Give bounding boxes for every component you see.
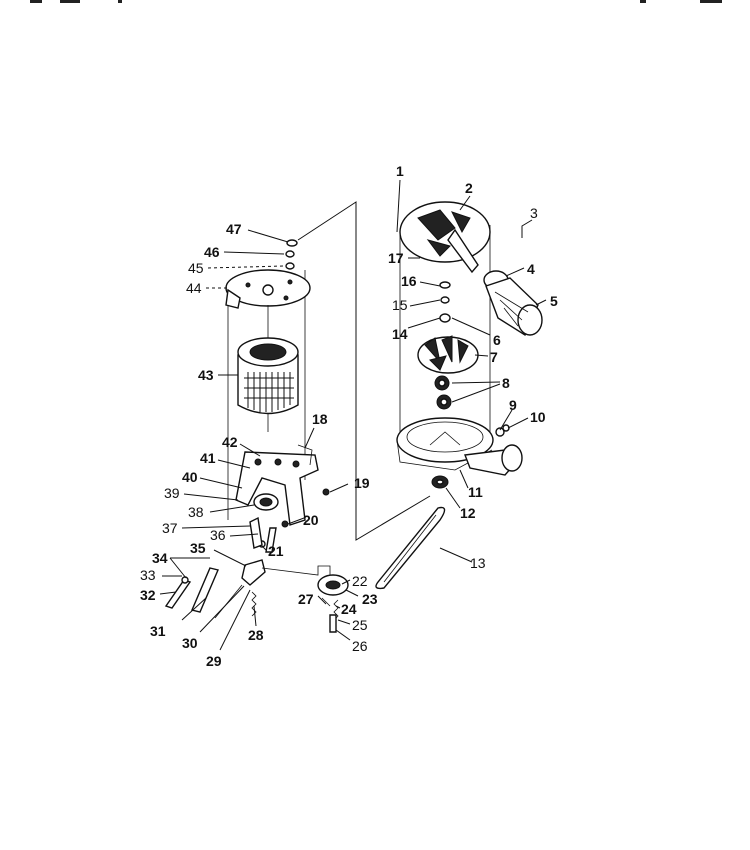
callout-37: 37 [162, 520, 178, 536]
callout-24: 24 [341, 601, 357, 617]
callout-9: 9 [509, 397, 517, 413]
clutch-linkage [164, 559, 349, 633]
motor-mounting-bracket [235, 444, 319, 526]
leader-lines [159, 179, 547, 651]
callout-21: 21 [268, 543, 284, 559]
callout-27: 27 [298, 591, 314, 607]
callout-30: 30 [182, 635, 198, 651]
impeller [417, 335, 479, 374]
callout-38: 38 [188, 504, 204, 520]
callout-17: 17 [388, 250, 404, 266]
callout-41: 41 [200, 450, 216, 466]
motor-end-bell [225, 269, 311, 309]
motor [237, 337, 299, 415]
callout-13: 13 [470, 555, 486, 571]
callout-10: 10 [530, 409, 546, 425]
callout-34: 34 [152, 550, 168, 566]
callout-43: 43 [198, 367, 214, 383]
callout-33: 33 [140, 567, 156, 583]
callout-14: 14 [392, 326, 408, 342]
callout-23: 23 [362, 591, 378, 607]
callout-16: 16 [401, 273, 417, 289]
callout-44: 44 [186, 280, 202, 296]
pump-base-housing [396, 417, 523, 476]
callout-35: 35 [190, 540, 206, 556]
callout-7: 7 [490, 349, 498, 365]
callout-32: 32 [140, 587, 156, 603]
callout-29: 29 [206, 653, 222, 669]
callout-18: 18 [312, 411, 328, 427]
pump-assembly [396, 201, 543, 489]
callout-20: 20 [303, 512, 319, 528]
callout-6: 6 [493, 332, 501, 348]
callout-1: 1 [396, 163, 404, 179]
callout-4: 4 [527, 261, 535, 277]
callout-28: 28 [248, 627, 264, 643]
callout-39: 39 [164, 485, 180, 501]
callout-11: 11 [468, 484, 483, 500]
callout-42: 42 [222, 434, 238, 450]
callout-26: 26 [352, 638, 368, 654]
callout-19: 19 [354, 475, 370, 491]
motor-assembly [225, 239, 330, 553]
callout-25: 25 [352, 617, 368, 633]
callout-5: 5 [550, 293, 558, 309]
callout-40: 40 [182, 469, 198, 485]
header-scan-marks [30, 0, 722, 3]
callout-22: 22 [352, 573, 368, 589]
callout-3: 3 [530, 205, 538, 221]
callout-8: 8 [502, 375, 510, 391]
callout-12: 12 [460, 505, 476, 521]
callout-46: 46 [204, 244, 220, 260]
callout-15: 15 [392, 297, 408, 313]
callout-36: 36 [210, 527, 226, 543]
callout-labels: 1 2 3 4 5 6 7 8 9 10 11 12 13 14 15 16 1… [140, 163, 558, 669]
callout-47: 47 [226, 221, 242, 237]
callout-45: 45 [188, 260, 204, 276]
callout-2: 2 [465, 180, 473, 196]
callout-31: 31 [150, 623, 166, 639]
